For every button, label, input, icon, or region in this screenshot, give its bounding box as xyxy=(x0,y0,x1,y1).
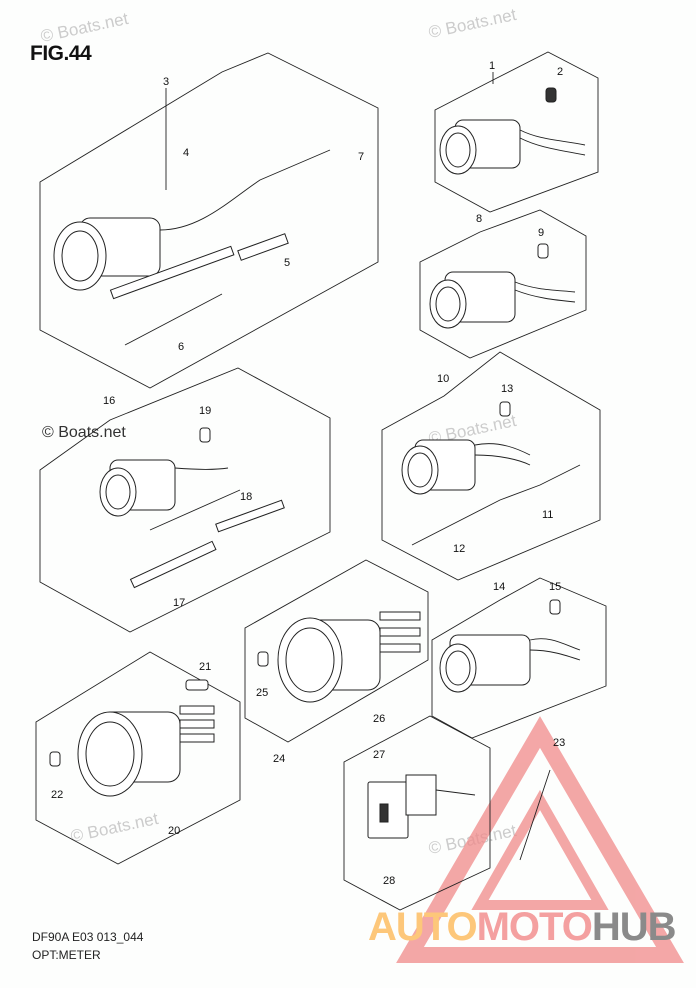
group-name: OPT:METER xyxy=(32,948,101,962)
callout-18: 18 xyxy=(240,491,252,503)
group-box-14 xyxy=(431,577,607,739)
callout-9: 9 xyxy=(538,227,544,239)
watermark-mid-left: © Boats.net xyxy=(42,424,126,441)
group-box-20 xyxy=(35,651,241,865)
automotohub-logo: AUTOMOTOHUB xyxy=(368,905,677,950)
callout-7: 7 xyxy=(358,151,364,163)
callout-10: 10 xyxy=(437,373,449,385)
logo-triangle xyxy=(396,716,684,963)
callout-15: 15 xyxy=(549,581,561,593)
group-box-16 xyxy=(39,367,331,633)
callout-25: 25 xyxy=(256,687,268,699)
gauge-1 xyxy=(439,87,586,175)
callout-4: 4 xyxy=(183,147,189,159)
gauge-10 xyxy=(401,401,581,546)
callout-6: 6 xyxy=(178,341,184,353)
gauge-14 xyxy=(439,599,581,693)
callout-19: 19 xyxy=(199,405,211,417)
logo-auto: AUTO xyxy=(368,905,478,949)
logo-moto: MOTO xyxy=(476,905,593,949)
group-box-10 xyxy=(381,351,601,581)
callout-21: 21 xyxy=(199,661,211,673)
callout-16: 16 xyxy=(103,395,115,407)
callout-20: 20 xyxy=(168,825,180,837)
gauge-8 xyxy=(429,243,576,329)
callout-22: 22 xyxy=(51,789,63,801)
group-box-1 xyxy=(434,51,599,213)
callout-23: 23 xyxy=(553,737,565,749)
gauge-20 xyxy=(49,679,215,797)
callout-26: 26 xyxy=(373,713,385,725)
group-box-8 xyxy=(419,209,587,359)
callout-2: 2 xyxy=(557,66,563,78)
group-box-3 xyxy=(39,52,379,389)
callout-14: 14 xyxy=(493,581,505,593)
group-box-24 xyxy=(244,559,429,743)
gauge-3 xyxy=(53,149,331,346)
callout-1: 1 xyxy=(489,60,495,72)
logo-hub: HUB xyxy=(591,905,677,949)
callout-3: 3 xyxy=(163,76,169,88)
figure-title: FIG.44 xyxy=(30,42,92,65)
callout-8: 8 xyxy=(476,213,482,225)
group-box-26 xyxy=(343,715,491,911)
callout-5: 5 xyxy=(284,257,290,269)
callout-24: 24 xyxy=(273,753,285,765)
callout-27: 27 xyxy=(373,749,385,761)
gauge-16 xyxy=(99,427,285,589)
callout-12: 12 xyxy=(453,543,465,555)
callout-17: 17 xyxy=(173,597,185,609)
callout-13: 13 xyxy=(501,383,513,395)
callout-labels: 1 2 3 4 5 6 7 8 9 10 11 12 13 14 15 16 1… xyxy=(51,60,565,887)
model-code: DF90A E03 013_044 xyxy=(32,930,144,944)
callout-28: 28 xyxy=(383,875,395,887)
callout-11: 11 xyxy=(542,509,553,521)
gauge-24 xyxy=(257,611,421,703)
switch-26 xyxy=(367,769,551,861)
